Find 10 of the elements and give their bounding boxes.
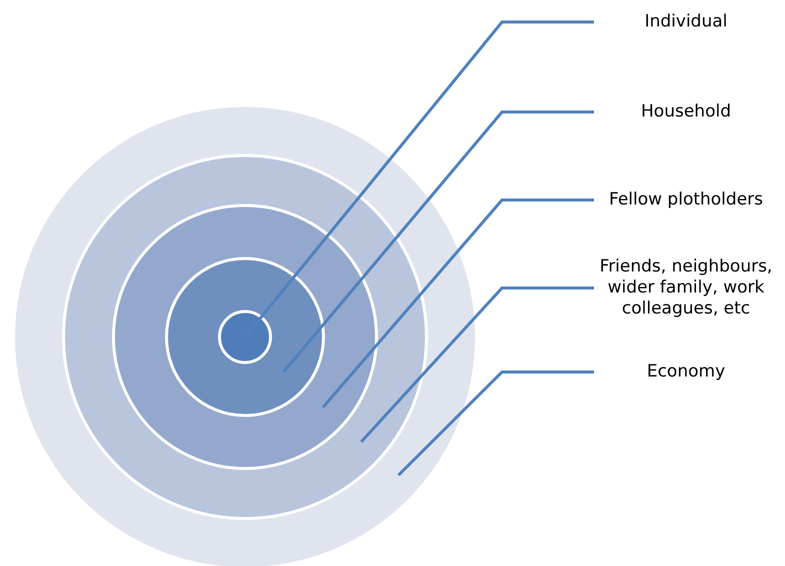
ring-label: Economy (596, 362, 776, 382)
center-circle (218, 310, 272, 364)
leader-line (360, 286, 594, 443)
ring-label: Household (596, 102, 776, 122)
leader-line (322, 198, 594, 408)
ring-label: Friends, neighbours, wider family, work colleagues, etc (596, 256, 776, 320)
leader-line (282, 110, 594, 373)
ring-label: Fellow plotholders (596, 190, 776, 210)
ring-label: Individual (596, 12, 776, 32)
leader-line (397, 370, 594, 476)
